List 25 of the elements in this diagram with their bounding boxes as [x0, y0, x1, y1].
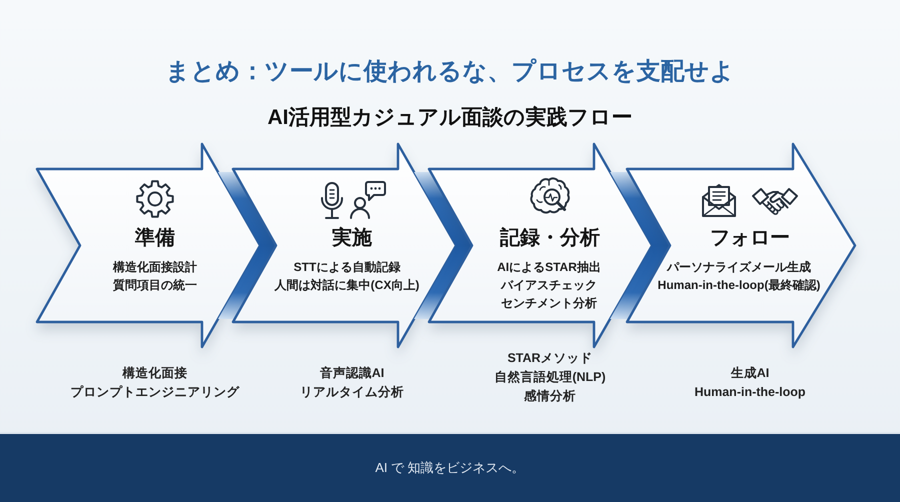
technology-label: 自然言語処理(NLP): [494, 369, 606, 386]
step-detail-text: STTによる自動記録: [294, 259, 400, 276]
step-detail-text: Human-in-the-loop(最終確認): [658, 277, 820, 294]
subtitle: AI活用型カジュアル面談の実践フロー: [268, 104, 632, 131]
technology-label: リアルタイム分析: [300, 384, 404, 401]
technology-label: STARメソッド: [507, 350, 593, 367]
technology-label: プロンプトエンジニアリング: [70, 384, 240, 401]
technology-label: 感情分析: [524, 388, 576, 405]
step-heading: 記録・分析: [500, 226, 600, 250]
step-detail-text: 構造化面接設計: [113, 259, 197, 276]
step-detail-text: 人間は対話に集中(CX向上): [274, 277, 420, 294]
step-heading: フォロー: [710, 226, 790, 250]
step-detail-text: パーソナライズメール生成: [667, 259, 811, 276]
step-detail-text: センチメント分析: [501, 295, 597, 312]
page-title: まとめ：ツールに使われるな、プロセスを支配せよ: [166, 57, 734, 87]
technology-label: 構造化面接: [122, 365, 188, 382]
technology-label: 音声認識AI: [320, 365, 384, 382]
step-detail-text: バイアスチェック: [501, 277, 597, 294]
step-heading: 実施: [332, 226, 372, 250]
step-detail-text: 質問項目の統一: [113, 277, 197, 294]
step-detail-text: AIによるSTAR抽出: [497, 259, 601, 276]
tagline: AI で 知識をビジネスへ。: [375, 459, 525, 476]
technology-label: Human-in-the-loop: [694, 384, 806, 401]
technology-label: 生成AI: [730, 365, 770, 382]
step-heading: 準備: [135, 226, 175, 250]
